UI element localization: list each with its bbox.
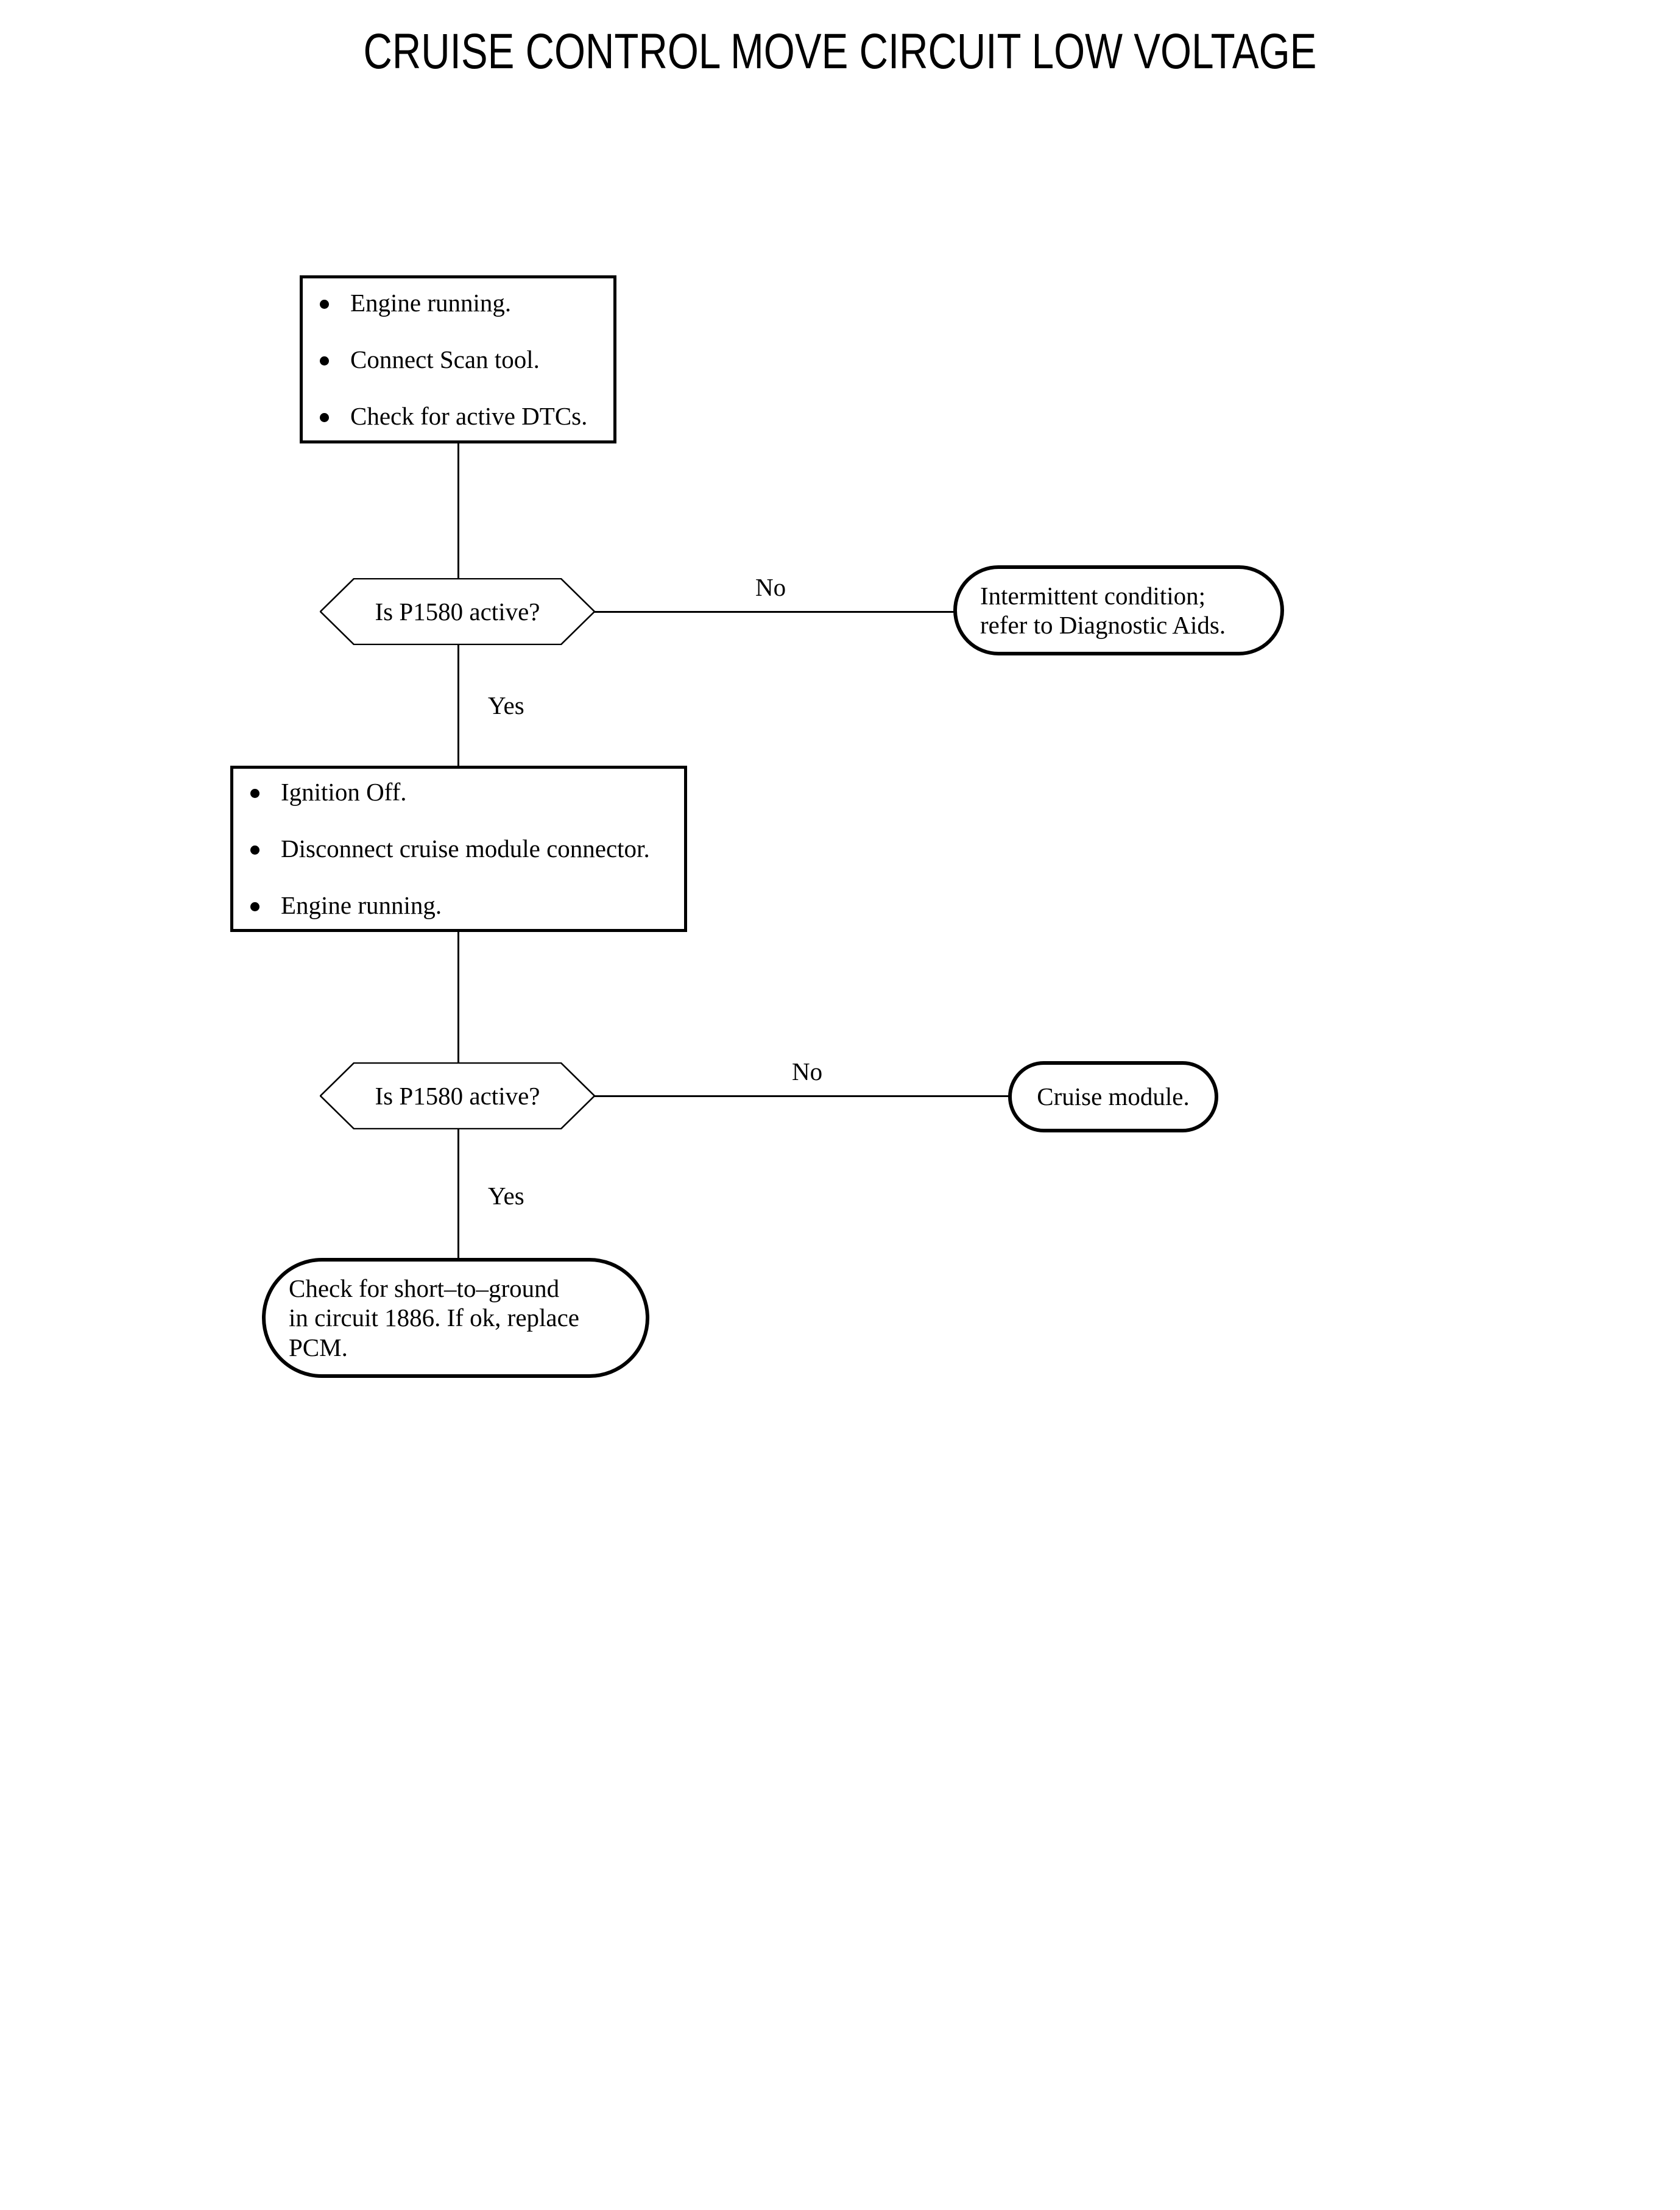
branch-label-decision2-yes: Yes: [488, 1182, 524, 1210]
connector-step1-to-decision1: [457, 443, 459, 580]
connector-decision1-no: [594, 611, 955, 613]
process-box-step2: Ignition Off. Disconnect cruise module c…: [230, 766, 687, 932]
bullet-list-step1: Engine running. Connect Scan tool. Check…: [303, 290, 601, 429]
list-item: Engine running.: [233, 893, 672, 918]
list-item: Check for active DTCs.: [303, 403, 601, 429]
terminal-short-to-ground: Check for short–to–ground in circuit 188…: [262, 1258, 649, 1378]
decision-label-2: Is P1580 active?: [375, 1081, 540, 1110]
connector-decision2-no: [594, 1095, 1009, 1097]
bullet-list-step2: Ignition Off. Disconnect cruise module c…: [233, 780, 672, 918]
hexagon-shape: [320, 578, 595, 645]
terminal-intermittent-condition: Intermittent condition; refer to Diagnos…: [953, 565, 1284, 655]
branch-label-decision2-no: No: [792, 1057, 823, 1086]
connector-decision2-yes: [457, 1129, 459, 1259]
list-item: Disconnect cruise module connector.: [233, 836, 672, 861]
branch-label-decision1-no: No: [755, 573, 786, 601]
terminal-cruise-module: Cruise module.: [1008, 1061, 1218, 1132]
list-item: Engine running.: [303, 290, 601, 316]
connector-step2-to-decision2: [457, 932, 459, 1065]
process-box-step1: Engine running. Connect Scan tool. Check…: [300, 275, 616, 443]
terminal-label: Intermittent condition; refer to Diagnos…: [980, 581, 1226, 639]
terminal-label: Cruise module.: [1037, 1082, 1190, 1111]
connector-decision1-yes: [457, 644, 459, 766]
decision-label-1: Is P1580 active?: [375, 597, 540, 626]
list-item: Ignition Off.: [233, 780, 672, 805]
branch-label-decision1-yes: Yes: [488, 691, 524, 719]
hexagon-shape: [320, 1062, 595, 1129]
decision-node-2: Is P1580 active?: [320, 1062, 595, 1129]
decision-node-1: Is P1580 active?: [320, 578, 595, 645]
list-item: Connect Scan tool.: [303, 347, 601, 372]
page-title: CRUISE CONTROL MOVE CIRCUIT LOW VOLTAGE: [363, 24, 1317, 79]
terminal-label: Check for short–to–ground in circuit 188…: [289, 1274, 580, 1361]
